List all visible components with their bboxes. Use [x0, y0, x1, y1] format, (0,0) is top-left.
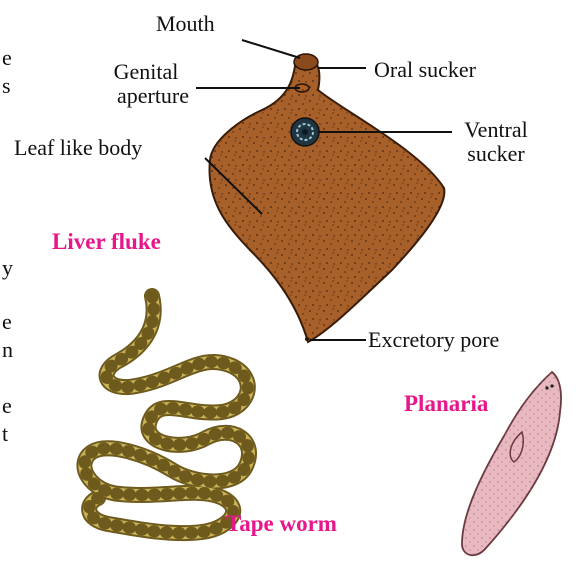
planaria-eye — [545, 386, 548, 389]
label-genital-aperture: Genital aperture — [76, 60, 216, 108]
excretory-pore-shape — [305, 337, 309, 341]
label-genital-line-1: Genital — [76, 60, 216, 84]
text-fragment: n — [2, 338, 13, 362]
mouth-leader — [242, 40, 300, 58]
text-fragment: e — [2, 394, 12, 418]
label-ventral-sucker: Ventral sucker — [436, 118, 556, 166]
title-planaria: Planaria — [404, 392, 488, 416]
tape-worm-illustration — [84, 296, 249, 533]
label-oral-sucker: Oral sucker — [374, 58, 476, 82]
planaria-eye — [550, 384, 553, 387]
label-ventral-line-1: Ventral — [436, 118, 556, 142]
text-fragment: e — [2, 46, 12, 70]
text-fragment: t — [2, 422, 8, 446]
label-genital-line-2: aperture — [90, 84, 216, 108]
label-ventral-line-2: sucker — [436, 142, 556, 166]
text-fragment: e — [2, 310, 12, 334]
text-fragment: s — [2, 74, 11, 98]
label-mouth: Mouth — [156, 12, 215, 36]
label-excretory-pore: Excretory pore — [368, 328, 499, 352]
text-fragment: y — [2, 256, 13, 280]
label-leaf-like-body: Leaf like body — [14, 136, 142, 160]
title-liver-fluke: Liver fluke — [52, 230, 161, 254]
title-tape-worm: Tape worm — [226, 512, 337, 536]
